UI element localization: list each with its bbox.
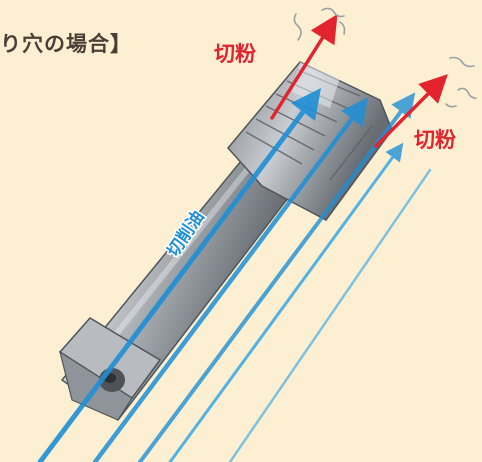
chip-swirls [293, 7, 477, 108]
chip-flow-arrows [270, 14, 448, 148]
diagram-title: り穴の場合】 [0, 32, 132, 56]
chip-label-right: 切粉 [414, 128, 456, 152]
chip-label-top: 切粉 [214, 42, 256, 66]
oil-flow-arrows [37, 88, 432, 462]
